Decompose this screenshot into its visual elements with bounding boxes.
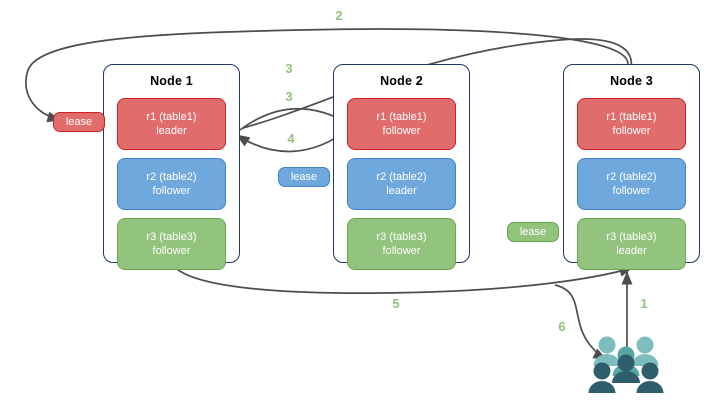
replica-name: r2 (table2) — [606, 171, 657, 183]
step-label-2: 2 — [335, 8, 343, 23]
node-card-2[interactable]: Node 2 r1 (table1) follower r2 (table2) … — [333, 64, 470, 270]
lease-label: lease — [65, 116, 93, 128]
replica-name: r3 (table3) — [376, 231, 427, 243]
replica-role: leader — [616, 245, 647, 257]
node-card-3[interactable]: Node 3 r1 (table1) follower r2 (table2) … — [563, 64, 700, 270]
replica-r3[interactable]: r3 (table3) follower — [117, 218, 226, 270]
replica-role: follower — [152, 245, 191, 257]
replica-role: follower — [152, 185, 191, 197]
replica-r2[interactable]: r2 (table2) follower — [577, 158, 686, 210]
replica-r2[interactable]: r2 (table2) leader — [347, 158, 456, 210]
replica-name: r2 (table2) — [376, 171, 427, 183]
replica-role: leader — [386, 185, 417, 197]
node-title: Node 3 — [610, 74, 653, 88]
replica-r1[interactable]: r1 (table1) follower — [577, 98, 686, 150]
replica-role: follower — [612, 185, 651, 197]
replica-r2[interactable]: r2 (table2) follower — [117, 158, 226, 210]
replica-name: r2 (table2) — [146, 171, 197, 183]
people-icon[interactable] — [587, 333, 665, 395]
lease-badge-red[interactable]: lease — [53, 112, 105, 132]
step-label-3-lower: 3 — [285, 89, 293, 104]
replica-role: follower — [382, 245, 421, 257]
replica-r3[interactable]: r3 (table3) leader — [577, 218, 686, 270]
node-title: Node 1 — [150, 74, 193, 88]
step-label-3-upper: 3 — [285, 61, 293, 76]
replica-r1[interactable]: r1 (table1) follower — [347, 98, 456, 150]
replica-name: r1 (table1) — [146, 111, 197, 123]
replica-name: r3 (table3) — [606, 231, 657, 243]
replica-r3[interactable]: r3 (table3) follower — [347, 218, 456, 270]
edge-step-3-to-node2 — [239, 107, 349, 131]
lease-label: lease — [290, 171, 318, 183]
replica-role: follower — [382, 125, 421, 137]
node-title: Node 2 — [380, 74, 423, 88]
step-label-1: 1 — [640, 296, 648, 311]
step-label-6: 6 — [558, 319, 566, 334]
replica-role: follower — [612, 125, 651, 137]
replica-role: leader — [156, 125, 187, 137]
lease-label: lease — [519, 226, 547, 238]
node-card-1[interactable]: Node 1 r1 (table1) leader r2 (table2) fo… — [103, 64, 240, 270]
lease-badge-blue[interactable]: lease — [278, 167, 330, 187]
step-label-4: 4 — [287, 131, 295, 146]
lease-badge-green[interactable]: lease — [507, 222, 559, 242]
replica-r1[interactable]: r1 (table1) leader — [117, 98, 226, 150]
step-label-5: 5 — [392, 296, 400, 311]
replica-name: r1 (table1) — [606, 111, 657, 123]
replica-name: r3 (table3) — [146, 231, 197, 243]
replica-name: r1 (table1) — [376, 111, 427, 123]
